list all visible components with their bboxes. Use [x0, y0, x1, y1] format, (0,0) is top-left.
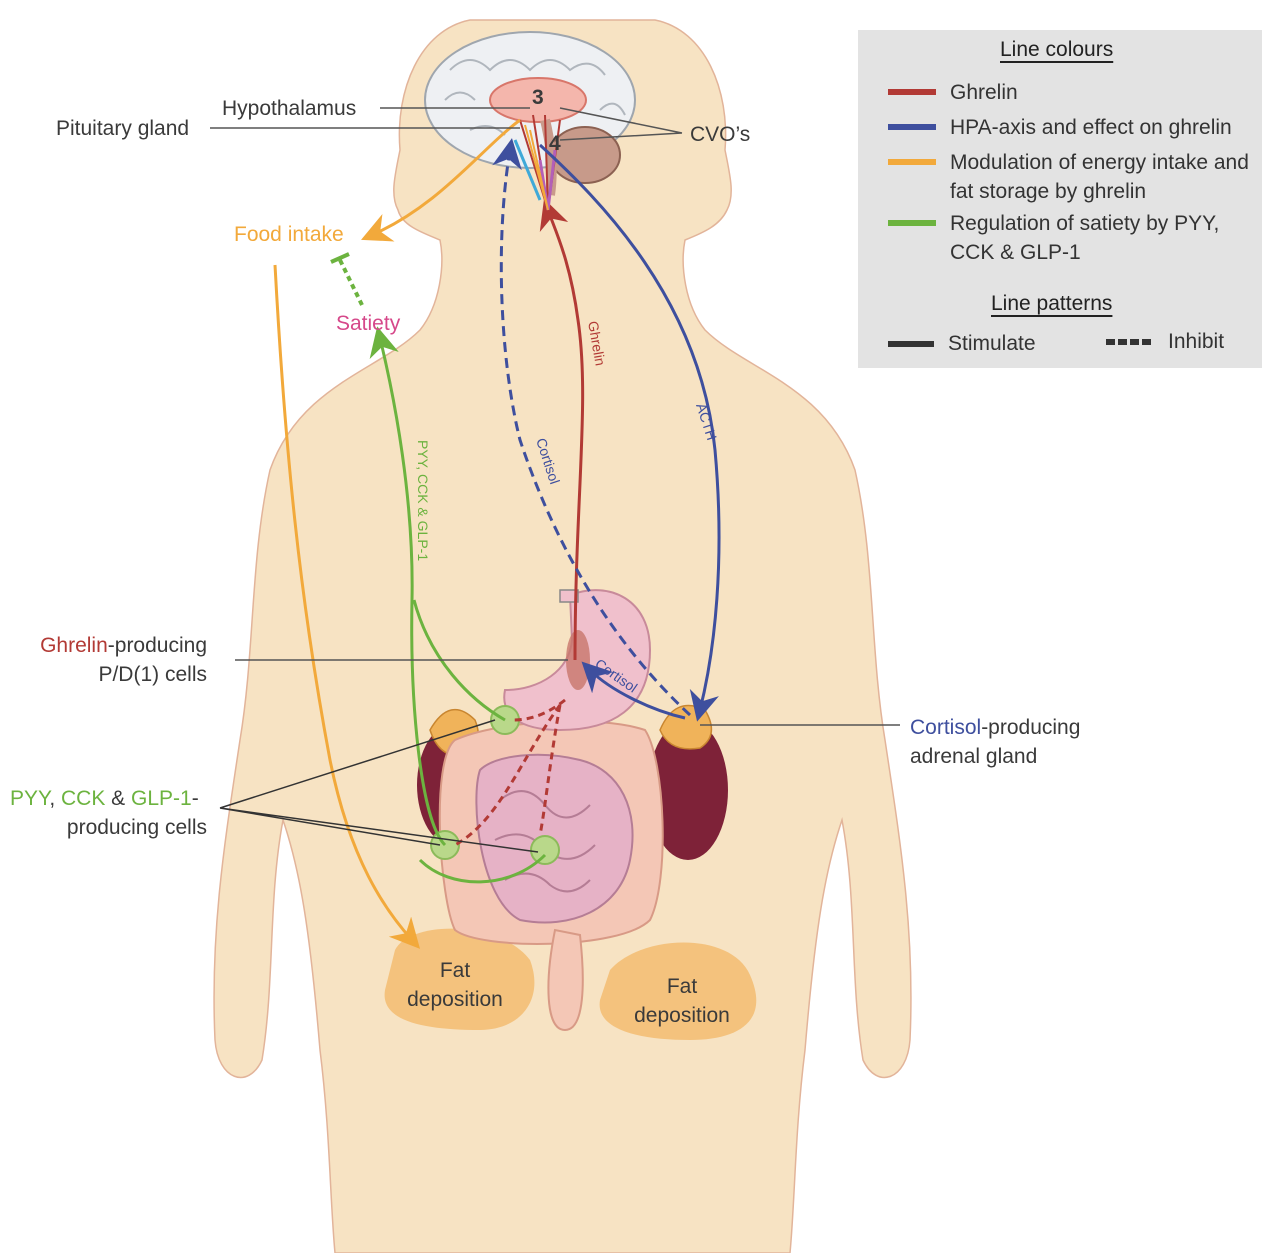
label-producing-cells: producing cells [67, 816, 207, 839]
inhibit-line-sample [1106, 339, 1154, 345]
label-fat-right-1: Fat [667, 975, 698, 998]
label-food-intake: Food intake [234, 223, 344, 246]
legend-item-hpa: HPA-axis and effect on ghrelin [888, 113, 1265, 142]
legend-item-energy: Modulation of energy intake and fat stor… [888, 148, 1250, 206]
legend-patterns-title: Line patterns [991, 292, 1112, 316]
legend-label: Ghrelin [950, 78, 1265, 107]
rectum [548, 930, 582, 1030]
satiety-inhibit [340, 260, 362, 305]
label-cortisol-gland: Cortisol-producing [910, 716, 1080, 739]
label-adrenal-gland: adrenal gland [910, 745, 1037, 768]
stimulate-line-sample [888, 341, 934, 347]
stimulate-label: Stimulate [948, 332, 1036, 356]
label-fat-right-2: deposition [634, 1004, 730, 1027]
inhibit-label: Inhibit [1168, 330, 1224, 354]
label-pituitary: Pituitary gland [56, 117, 189, 140]
label-fat-left-2: deposition [407, 988, 503, 1011]
legend-swatch-satiety [888, 220, 936, 226]
label-pyy-cck-glp1: PYY, CCK & GLP-1- [10, 787, 199, 810]
body-silhouette [214, 20, 911, 1253]
pyy-cell-spot-3 [531, 836, 559, 864]
brain-number-3: 3 [532, 86, 544, 109]
legend-item-satiety: Regulation of satiety by PYY, CCK & GLP-… [888, 209, 1250, 267]
legend-label: Modulation of energy intake and fat stor… [950, 148, 1250, 206]
legend-stimulate: Stimulate [888, 332, 1036, 356]
label-hypothalamus: Hypothalamus [222, 97, 356, 120]
legend-panel: Line colours Ghrelin HPA-axis and effect… [858, 30, 1262, 368]
legend-swatch-ghrelin [888, 89, 936, 95]
path-label-pyy: PYY, CCK & GLP-1 [415, 440, 431, 561]
label-pd-cells: P/D(1) cells [98, 663, 207, 686]
label-fat-left-1: Fat [440, 959, 471, 982]
label-ghrelin-cells: Ghrelin-producing [40, 634, 207, 657]
legend-inhibit: Inhibit [1106, 330, 1224, 354]
label-cvos: CVO’s [690, 123, 750, 146]
legend-colours-title: Line colours [1000, 38, 1113, 62]
legend-item-ghrelin: Ghrelin [888, 78, 1265, 107]
legend-label: HPA-axis and effect on ghrelin [950, 113, 1265, 142]
legend-swatch-hpa [888, 124, 936, 130]
brain-number-4: 4 [549, 132, 561, 155]
legend-swatch-energy [888, 159, 936, 165]
legend-label: Regulation of satiety by PYY, CCK & GLP-… [950, 209, 1250, 267]
label-satiety: Satiety [336, 312, 401, 335]
ghrelin-cells-patch [566, 630, 590, 690]
